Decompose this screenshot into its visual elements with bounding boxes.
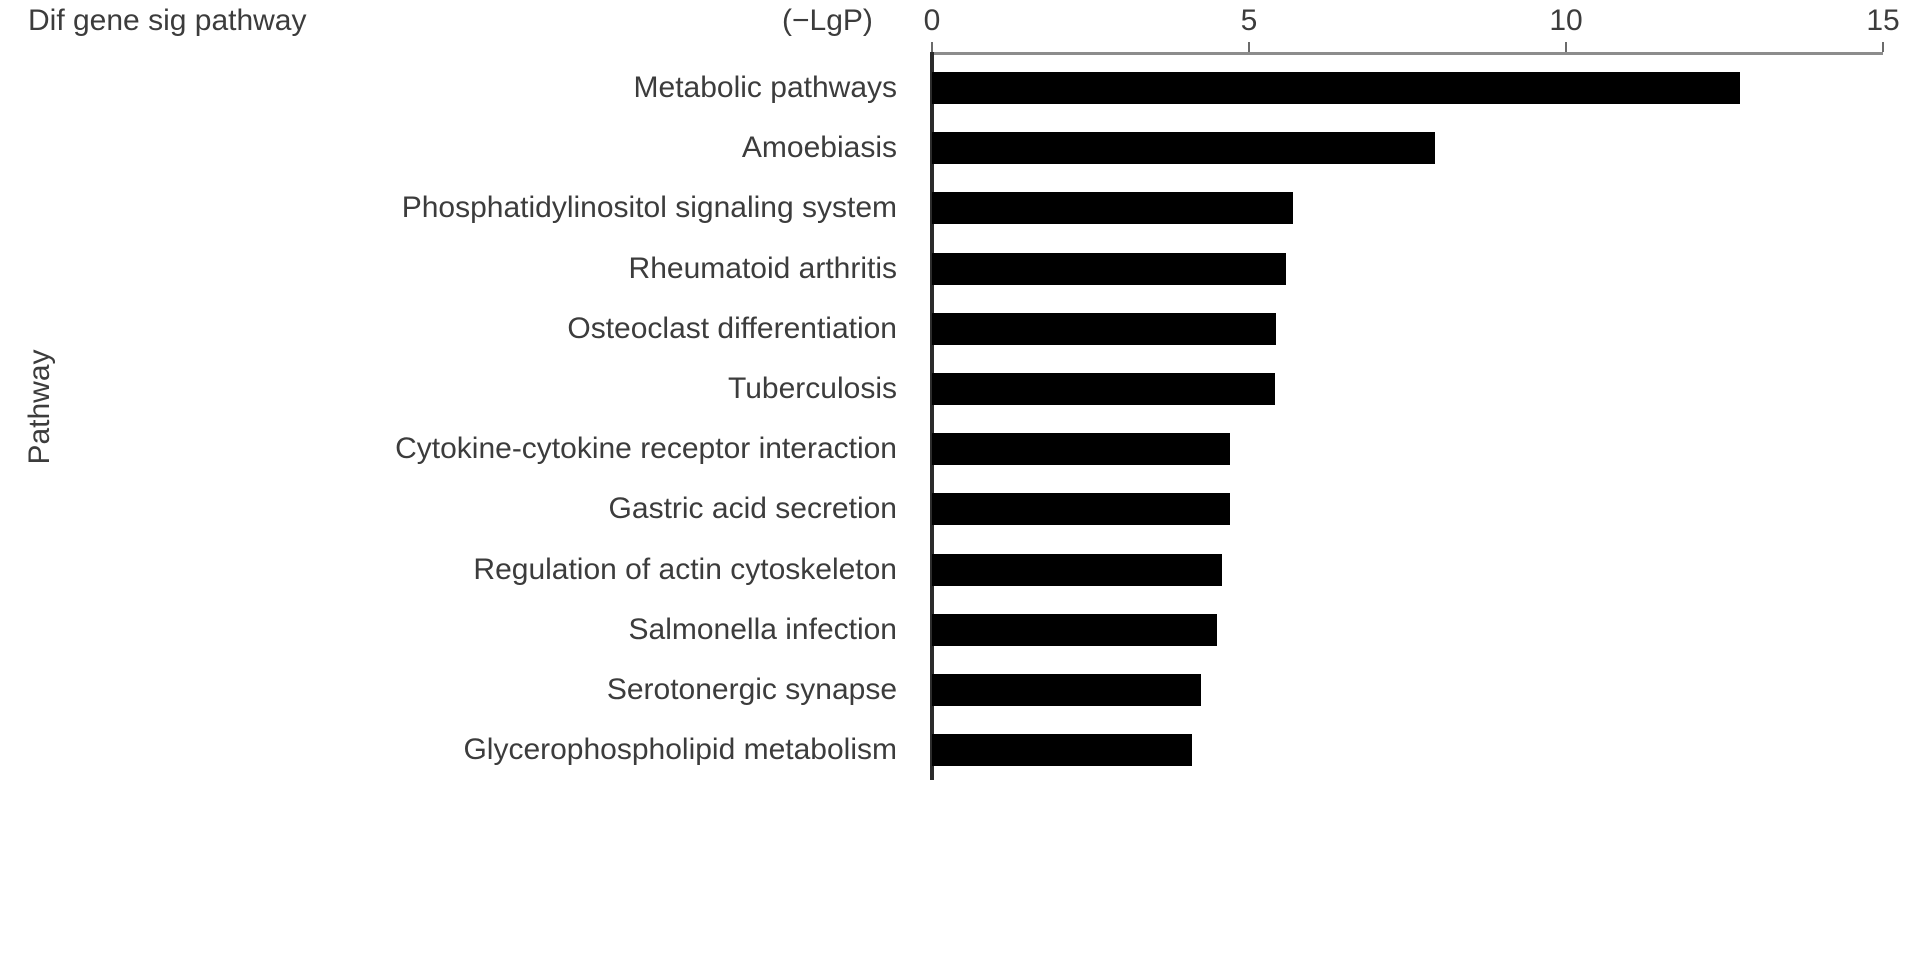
- bar-category-label: Cytokine-cytokine receptor interaction: [395, 432, 897, 466]
- bar-row: Regulation of actin cytoskeleton: [0, 540, 1913, 600]
- bar: [932, 312, 1277, 345]
- x-tick-label-15: 15: [1866, 4, 1900, 37]
- x-axis-unit-label: (−LgP): [782, 4, 873, 37]
- bar: [932, 553, 1223, 586]
- bar: [932, 72, 1741, 104]
- bar-category-label: Amoebiasis: [741, 131, 897, 165]
- bar: [932, 613, 1218, 646]
- bar-category-label: Metabolic pathways: [633, 71, 897, 104]
- bar: [932, 372, 1275, 405]
- bar: [932, 673, 1202, 706]
- x-tick-mark-5: [1248, 42, 1250, 52]
- x-axis-line: [932, 52, 1883, 55]
- bar-row: Serotonergic synapse: [0, 660, 1913, 720]
- bar-row: Rheumatoid arthritis: [0, 239, 1913, 299]
- x-tick-label-0: 0: [923, 4, 941, 37]
- y-axis-line: [930, 52, 934, 780]
- bar: [932, 433, 1230, 466]
- x-tick-mark-10: [1565, 42, 1567, 52]
- x-tick-label-10: 10: [1549, 4, 1583, 37]
- bar-category-label: Serotonergic synapse: [606, 672, 897, 706]
- bar: [932, 192, 1294, 225]
- bar-category-label: Osteoclast differentiation: [567, 311, 897, 345]
- bar-category-label: Salmonella infection: [628, 612, 898, 646]
- bar-category-label: Regulation of actin cytoskeleton: [473, 552, 897, 586]
- bar-row: Tuberculosis: [0, 359, 1913, 419]
- bar-category-label: Glycerophospholipid metabolism: [463, 733, 897, 767]
- bar-category-label: Phosphatidylinositol signaling system: [401, 191, 897, 225]
- x-tick-mark-15: [1882, 42, 1884, 52]
- x-tick-label-5: 5: [1240, 4, 1258, 37]
- bar: [932, 132, 1435, 165]
- bar-row: Gastric acid secretion: [0, 479, 1913, 539]
- chart-header: Dif gene sig pathway (−LgP): [0, 0, 1913, 42]
- bar: [932, 734, 1192, 767]
- bar-row: Phosphatidylinositol signaling system: [0, 178, 1913, 238]
- bar-row: Amoebiasis: [0, 118, 1913, 178]
- bar-row: Metabolic pathways: [0, 58, 1913, 118]
- bar-row: Cytokine-cytokine receptor interaction: [0, 419, 1913, 479]
- bar: [932, 252, 1286, 285]
- bar-row: Glycerophospholipid metabolism: [0, 720, 1913, 780]
- bar-row: Salmonella infection: [0, 600, 1913, 660]
- page-title: Dif gene sig pathway: [28, 4, 307, 37]
- bar-category-label: Rheumatoid arthritis: [628, 251, 897, 285]
- bar-category-label: Tuberculosis: [728, 371, 897, 405]
- bar-row: Osteoclast differentiation: [0, 299, 1913, 359]
- bar-category-label: Gastric acid secretion: [608, 492, 897, 526]
- bar: [932, 493, 1230, 526]
- x-tick-mark-0: [931, 42, 933, 52]
